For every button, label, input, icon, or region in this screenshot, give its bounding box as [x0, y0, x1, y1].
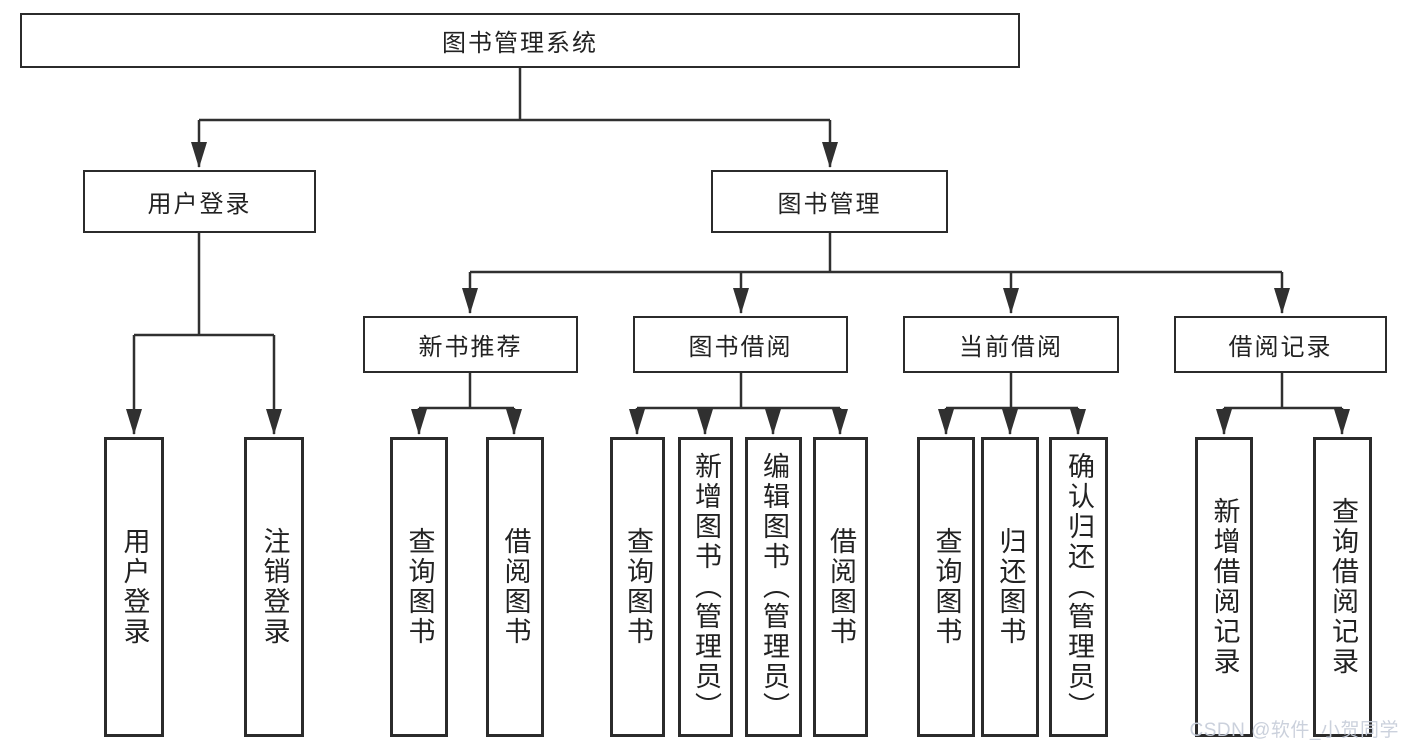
- leaf-br-query-record: 查询借阅记录: [1313, 437, 1372, 737]
- node-book-management: 图书管理: [711, 170, 948, 233]
- leaf-bb-add-books: 新增图书（管理员）: [678, 437, 733, 737]
- leaf-bb-query-books: 查询图书: [610, 437, 665, 737]
- leaf-nb-query-books: 查询图书: [390, 437, 448, 737]
- leaf-label: 新增借阅记录: [1209, 497, 1240, 677]
- leaf-cb-confirm-return: 确认归还（管理员）: [1049, 437, 1108, 737]
- leaf-cb-query-books: 查询图书: [917, 437, 975, 737]
- leaf-label: 查询图书: [404, 527, 435, 647]
- leaf-label: 借阅图书: [826, 527, 856, 647]
- node-root: 图书管理系统: [20, 13, 1020, 68]
- leaf-label: 归还图书: [995, 527, 1026, 647]
- leaf-bb-borrow-books: 借阅图书: [813, 437, 868, 737]
- leaf-user-login: 用户登录: [104, 437, 164, 737]
- leaf-logout: 注销登录: [244, 437, 304, 737]
- leaf-label: 新增图书（管理员）: [691, 452, 721, 722]
- leaf-bb-edit-books: 编辑图书（管理员）: [745, 437, 802, 737]
- leaf-label: 借阅图书: [500, 527, 531, 647]
- leaf-label: 注销登录: [259, 527, 290, 647]
- leaf-label: 编辑图书（管理员）: [759, 452, 789, 722]
- node-book-borrow: 图书借阅: [633, 316, 848, 373]
- leaf-label: 用户登录: [119, 527, 150, 647]
- leaf-nb-borrow-books: 借阅图书: [486, 437, 544, 737]
- leaf-label: 查询图书: [931, 527, 962, 647]
- leaf-br-add-record: 新增借阅记录: [1195, 437, 1253, 737]
- leaf-cb-return-books: 归还图书: [981, 437, 1039, 737]
- leaf-label: 查询图书: [623, 527, 653, 647]
- node-user-login: 用户登录: [83, 170, 316, 233]
- node-new-books: 新书推荐: [363, 316, 578, 373]
- node-current-borrow: 当前借阅: [903, 316, 1119, 373]
- leaf-label: 查询借阅记录: [1328, 497, 1358, 677]
- watermark: CSDN @软件_小贺同学: [1189, 720, 1399, 741]
- node-borrow-records: 借阅记录: [1174, 316, 1387, 373]
- leaf-label: 确认归还（管理员）: [1064, 452, 1094, 722]
